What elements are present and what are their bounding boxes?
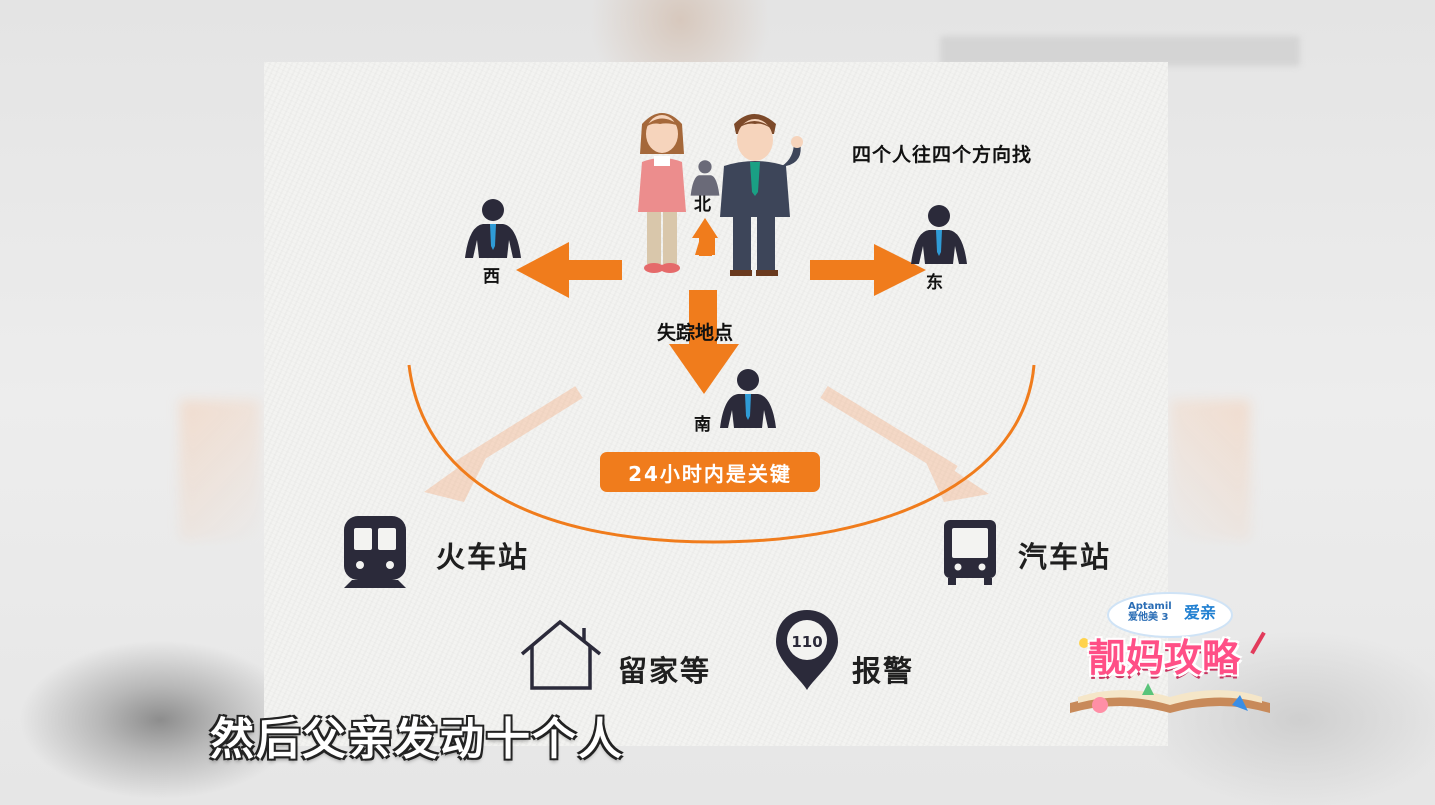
blurred-background-arrow-right (1170, 400, 1250, 540)
police-location-pin-icon: 110 (776, 610, 838, 690)
direction-west-label: 西 (483, 267, 500, 287)
bus-station-label: 汽车站 (1018, 540, 1112, 574)
diagram-graphics: 110 (344, 113, 1036, 690)
father-figure-icon (720, 114, 803, 276)
logo-brand-name: Aptamil 爱他美 3 (1128, 601, 1172, 623)
direction-north-label: 北 (694, 195, 711, 215)
search-strategy-note: 四个人往四个方向找 (852, 144, 1033, 166)
police-pin-number: 110 (791, 633, 822, 651)
blurred-background-bar (940, 36, 1300, 66)
search-range-arc (407, 364, 1036, 544)
key-time-badge: 24小时内是关键 (600, 452, 820, 492)
searcher-east-icon (911, 205, 967, 264)
bus-station-icon (944, 520, 996, 585)
logo-brand-en: Aptamil (1128, 601, 1172, 612)
child-figure-icon (690, 160, 720, 196)
searcher-south-icon (720, 369, 776, 428)
direction-south-label: 南 (694, 415, 711, 435)
logo-partner: 爱亲 (1184, 603, 1217, 622)
direction-east-label: 东 (926, 273, 943, 293)
train-station-icon (344, 516, 406, 588)
lost-location-label: 失踪地点 (657, 322, 734, 344)
call-police-label: 报警 (852, 654, 915, 688)
faded-arrow-left (424, 386, 583, 502)
blurred-background-arrow-left (180, 400, 260, 540)
mother-figure-icon (638, 113, 686, 273)
arrow-south (689, 290, 717, 350)
arrow-east (810, 260, 880, 280)
arrow-west (564, 260, 622, 280)
faded-arrow-right (820, 386, 989, 502)
logo-brand-cn: 爱他美 3 (1128, 612, 1169, 623)
searcher-west-icon (465, 199, 521, 258)
logo-book-graphic (1070, 592, 1270, 713)
house-icon (520, 619, 602, 690)
video-subtitle: 然后父亲发动十个人 (210, 714, 624, 765)
show-logo: Aptamil 爱他美 3 爱亲 靓妈攻略 (1060, 585, 1280, 720)
logo-show-title: 靓妈攻略 (1088, 636, 1241, 680)
train-station-label: 火车站 (436, 540, 530, 574)
diagram-panel: 110 四个人往四个方向找 北 西 东 南 失踪地点 24小时内是关键 火车站 … (264, 62, 1168, 746)
stay-home-label: 留家等 (618, 654, 712, 688)
